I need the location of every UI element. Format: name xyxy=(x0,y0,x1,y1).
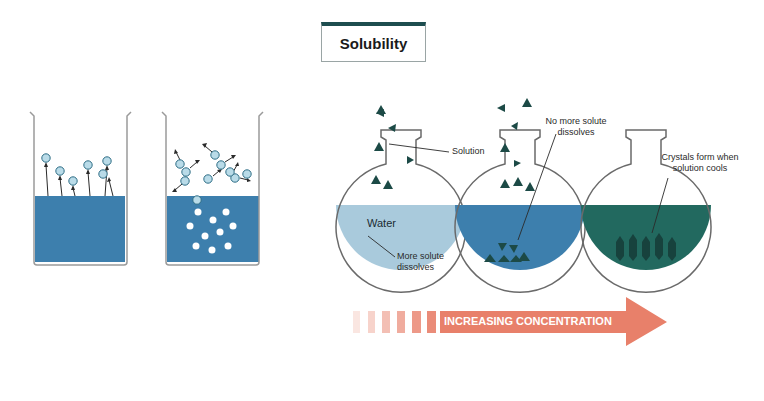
leader-lines xyxy=(368,134,668,257)
concentration-arrow xyxy=(353,297,667,346)
callout-label: No more solute dissolves xyxy=(540,116,612,138)
liquid-label: Water xyxy=(367,217,417,230)
title-box: Solubility xyxy=(321,22,426,62)
title: Solubility xyxy=(340,35,408,52)
beaker-dissolving xyxy=(162,112,263,265)
arrow-label: INCREASING CONCENTRATION xyxy=(444,315,624,328)
callout-label: Solution xyxy=(452,146,512,157)
callout-label: Crystals form when solution cools xyxy=(654,152,746,174)
flask-unsaturated xyxy=(336,105,466,292)
callout-label: More solute dissolves xyxy=(397,251,459,273)
beaker-evaporation xyxy=(30,112,131,265)
